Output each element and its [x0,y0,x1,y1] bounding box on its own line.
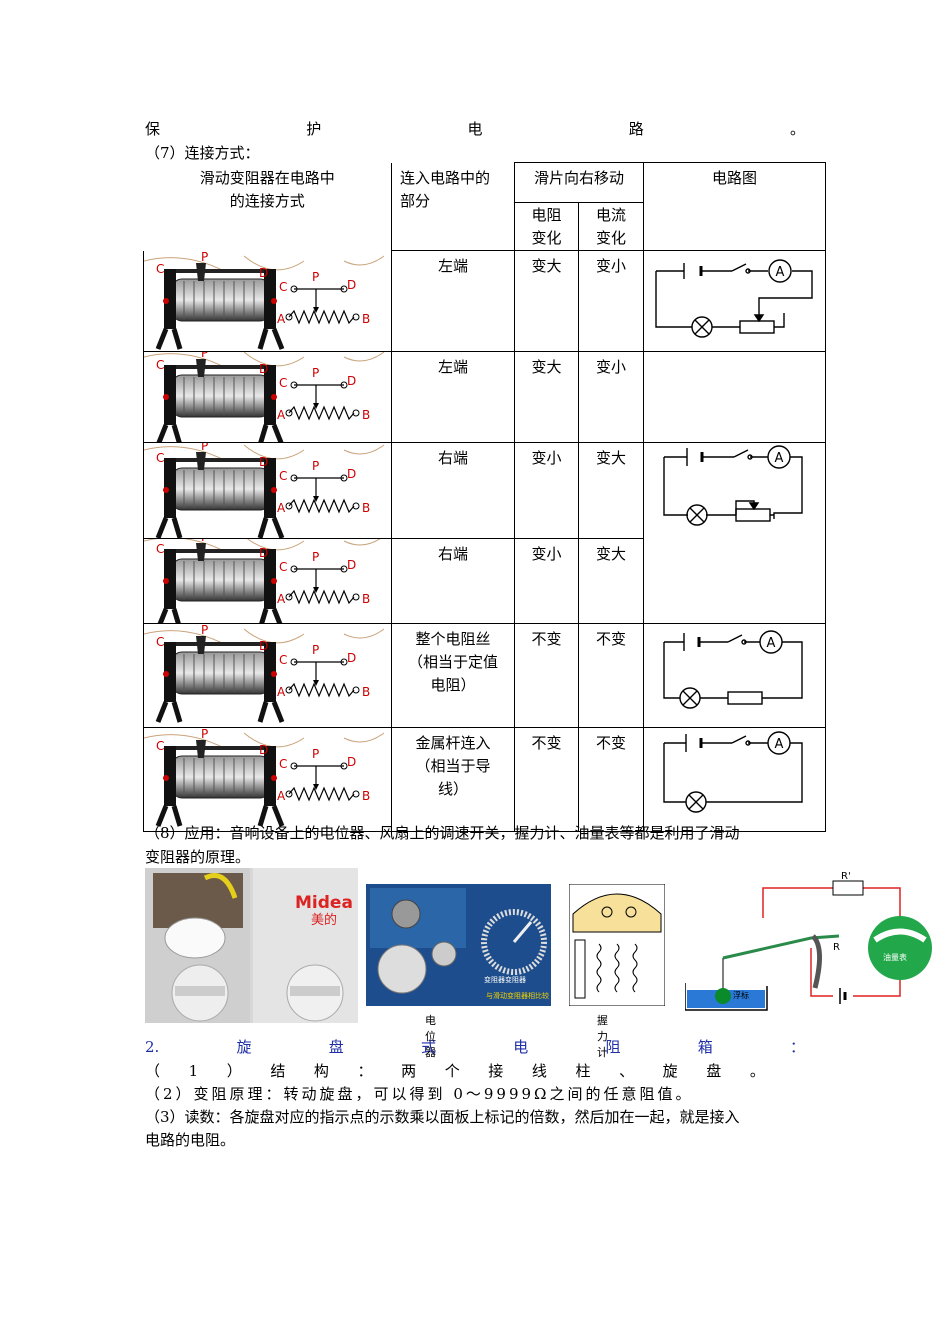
col1-header: 滑动变阻器在电路中的连接方式 [143,162,392,251]
col2-header: 连入电路中的部分 [391,162,515,251]
rheostat-image [144,728,391,831]
rheostat-image [144,352,391,442]
col3a-header: 电阻变化 [514,202,579,251]
current-cell: 变小 [578,250,644,352]
current-cell: 变大 [578,442,644,539]
svg-text:R': R' [841,871,851,882]
svg-text:A: A [776,265,785,280]
rheostat-cell [143,538,392,624]
section7-title: （7）连接方式： [145,144,260,162]
circuit-diagram-wire: A [663,731,803,813]
table-row: 整个电阻丝（相当于定值电阻） 不变 不变 A [143,623,826,728]
rheostat-image [144,624,391,727]
resistance-cell: 变小 [514,442,579,539]
header-spread-line: 保 护 电 路 。 [145,118,805,140]
table-row: 左端 变大 变小 A [143,250,826,352]
potentiometer-photo: 变阻器变阻器 与滑动变阻器相比较 [366,884,551,1006]
part-cell: 整个电阻丝（相当于定值电阻） [391,623,515,728]
svg-text:A: A [767,636,776,651]
svg-text:Midea: Midea [295,893,353,913]
current-cell: 不变 [578,727,644,832]
circuit-cell: A [643,727,826,832]
header-char: 。 [789,120,805,138]
grip-meter-caption: 握力计 [597,1014,608,1059]
connection-table: 滑动变阻器在电路中的连接方式 连入电路中的部分 滑片向右移动 电路图 电阻变化 … [143,162,826,832]
rheostat-cell [143,442,392,539]
section2-reading: （3）读数：各旋盘对应的指示点的示数乘以面板上标记的倍数，然后加在一起，就是接入 [145,1108,740,1126]
header-char: 保 [145,120,161,138]
resistance-cell: 变小 [514,538,579,624]
section8-line1: （8）应用：音响设备上的电位器、风扇上的调速开关，握力计、油量表等都是利用了滑动 [145,824,740,842]
col4-header: 电路图 [643,162,826,251]
circuit-diagram-rheostat: A [655,259,813,338]
rheostat-image [144,251,391,351]
svg-text:油量表: 油量表 [883,952,907,962]
circuit-cell: A [643,250,826,352]
current-cell: 变小 [578,351,644,443]
section2-structure: （1） 结构： 两个接 线柱、 旋盘。 [145,1062,765,1080]
circuit-cell-empty [643,351,826,443]
current-cell: 变大 [578,538,644,624]
resistance-cell: 不变 [514,623,579,728]
part-cell: 右端 [391,442,515,539]
circuit-cell: A [643,623,826,728]
section2-principle: （2）变阻原理：转动旋盘，可以得到 0～9999Ω之间的任意阻值。 [145,1085,694,1103]
section8-line2: 变阻器的原理。 [145,848,251,866]
svg-text:A: A [775,737,784,752]
col3b-header: 电流变化 [578,202,644,251]
table-row: 左端 变大 变小 [143,351,826,443]
current-cell: 不变 [578,623,644,728]
col3-header: 滑片向右移动 [514,162,644,203]
svg-text:A: A [775,451,784,466]
oil-gauge-diagram: R' 油量表 浮标 R [685,871,932,1011]
fan-switch-photo: Midea 美的 [145,868,358,1023]
rheostat-image [144,539,391,623]
resistance-cell: 不变 [514,727,579,832]
part-cell: 左端 [391,351,515,443]
table-row: 金属杆连入（相当于导线） 不变 不变 A [143,727,826,832]
svg-text:与滑动变阻器相比较: 与滑动变阻器相比较 [486,991,549,1000]
grip-meter-photo [569,884,665,1006]
svg-text:R: R [833,942,840,953]
part-cell: 右端 [391,538,515,624]
header-char: 路 [628,120,644,138]
rheostat-cell [143,250,392,352]
resistance-cell: 变大 [514,351,579,443]
header-char: 电 [467,120,483,138]
svg-text:浮标: 浮标 [733,990,749,1000]
part-cell: 左端 [391,250,515,352]
circuit-cell: A [643,442,826,624]
rheostat-cell [143,623,392,728]
svg-text:美的: 美的 [311,912,337,928]
table-row: 右端 变小 变大 [143,538,826,624]
header-char: 护 [306,120,322,138]
potentiometer-caption: 电位器 [425,1014,436,1059]
table-row: 右端 变小 变大 A [143,442,826,624]
rheostat-cell [143,351,392,443]
section2-reading-cont: 电路的电阻。 [145,1131,236,1149]
circuit-diagram-fixed: A [663,630,803,709]
rheostat-cell [143,727,392,832]
section2-title: 2.旋盘 式电阻 箱： [145,1038,805,1056]
svg-text:变阻器变阻器: 变阻器变阻器 [484,975,526,984]
circuit-diagram-rheostat-right: A [663,445,803,526]
rheostat-image [144,443,391,538]
part-cell: 金属杆连入（相当于导线） [391,727,515,832]
resistance-cell: 变大 [514,250,579,352]
